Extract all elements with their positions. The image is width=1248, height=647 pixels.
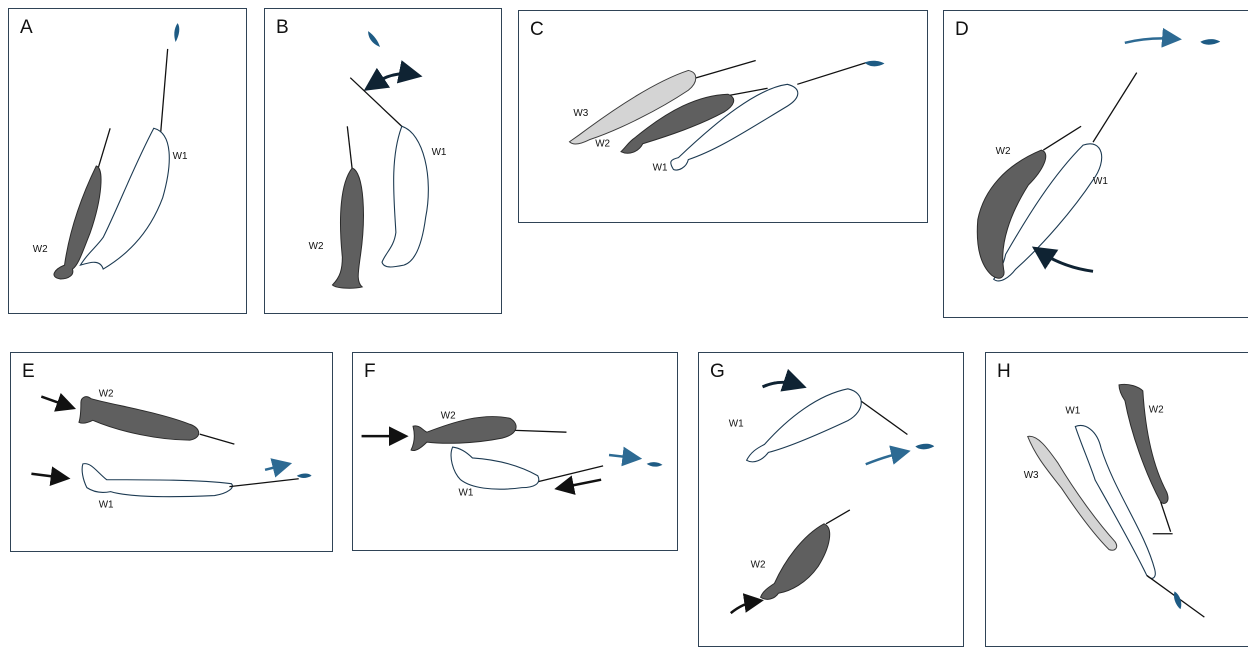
panel-b-figure: W1 W2 bbox=[265, 9, 501, 313]
arrow-icon bbox=[609, 455, 635, 458]
narwhal-light bbox=[451, 447, 539, 489]
panel-f-figure: W2 W1 bbox=[353, 353, 677, 550]
fish-icon bbox=[865, 61, 885, 67]
narwhal-tusk bbox=[229, 479, 298, 487]
arrow-icon bbox=[1039, 251, 1093, 271]
narwhal-tusk bbox=[200, 434, 235, 444]
panel-g: G W1 W2 bbox=[698, 352, 964, 647]
panel-e: E W2 W1 bbox=[10, 352, 333, 552]
narwhal-tusk bbox=[538, 466, 603, 482]
narwhal-tusk bbox=[1043, 126, 1081, 150]
whale-label: W2 bbox=[751, 559, 766, 570]
whale-label: W2 bbox=[595, 139, 610, 150]
narwhal-light bbox=[747, 389, 862, 462]
narwhal-light bbox=[382, 126, 428, 267]
fish-icon bbox=[174, 23, 179, 42]
fish-icon bbox=[1174, 591, 1181, 609]
panel-d: D W2 W1 bbox=[943, 10, 1248, 318]
arrow-icon bbox=[866, 452, 904, 464]
whale-label: W1 bbox=[1093, 176, 1108, 187]
narwhal-tusk bbox=[161, 49, 168, 132]
whale-label: W2 bbox=[309, 241, 324, 252]
arrow-icon bbox=[731, 601, 757, 613]
whale-label: W1 bbox=[729, 419, 744, 430]
narwhal-dark bbox=[761, 524, 830, 600]
narwhal-tusk bbox=[1093, 73, 1137, 143]
fish-icon bbox=[647, 462, 663, 467]
arrow-icon bbox=[265, 465, 285, 470]
narwhal-tusk bbox=[512, 430, 566, 432]
narwhal-tusk bbox=[858, 399, 908, 435]
panel-h-figure: W1 W2 W3 bbox=[986, 353, 1248, 646]
panel-a-figure: W1 W2 bbox=[9, 9, 246, 313]
arrow-icon bbox=[763, 382, 799, 387]
narwhal-dark bbox=[79, 397, 199, 440]
whale-label: W1 bbox=[459, 488, 474, 499]
narwhal-tusk bbox=[350, 78, 404, 129]
whale-label: W2 bbox=[996, 146, 1011, 157]
arrow-icon bbox=[562, 480, 602, 488]
whale-label: W1 bbox=[1065, 406, 1080, 417]
double-arrow-icon bbox=[376, 74, 414, 83]
arrow-icon bbox=[1125, 38, 1175, 42]
panel-f: F W2 W1 bbox=[352, 352, 678, 551]
arrow-icon bbox=[31, 474, 63, 478]
narwhal-tusk bbox=[347, 126, 352, 170]
whale-label: W2 bbox=[1149, 405, 1164, 416]
panel-g-figure: W1 W2 bbox=[699, 353, 963, 646]
whale-label: W2 bbox=[99, 389, 114, 400]
arrow-icon bbox=[41, 397, 69, 407]
narwhal-dark bbox=[411, 417, 516, 451]
panel-a: A W1 W2 bbox=[8, 8, 247, 314]
whale-label: W1 bbox=[99, 499, 114, 510]
fish-icon bbox=[297, 474, 312, 478]
panel-e-figure: W2 W1 bbox=[11, 353, 332, 551]
panel-b: B W1 W2 bbox=[264, 8, 502, 314]
whale-label: W3 bbox=[1024, 470, 1039, 481]
whale-label: W1 bbox=[173, 151, 188, 162]
narwhal-light bbox=[82, 464, 232, 497]
panel-c: C W3 W2 W1 bbox=[518, 10, 928, 223]
whale-label: W3 bbox=[573, 108, 588, 119]
panel-d-figure: W2 W1 bbox=[944, 11, 1248, 317]
narwhal-tusk bbox=[694, 61, 755, 79]
fish-icon bbox=[1200, 39, 1220, 45]
narwhal-tusk bbox=[98, 128, 110, 168]
narwhal-tusk bbox=[797, 63, 866, 85]
whale-label: W1 bbox=[432, 147, 447, 158]
fish-icon bbox=[368, 31, 380, 47]
whale-label: W2 bbox=[441, 410, 456, 421]
panel-h: H W1 W2 W3 bbox=[985, 352, 1248, 647]
whale-label: W1 bbox=[653, 162, 668, 173]
narwhal-tusk bbox=[1161, 502, 1171, 532]
panel-c-figure: W3 W2 W1 bbox=[519, 11, 927, 222]
narwhal-dark bbox=[1119, 384, 1168, 503]
fish-icon bbox=[915, 444, 934, 450]
narwhal-dark bbox=[332, 168, 363, 288]
whale-label: W2 bbox=[33, 244, 48, 255]
narwhal-tusk bbox=[826, 510, 850, 524]
